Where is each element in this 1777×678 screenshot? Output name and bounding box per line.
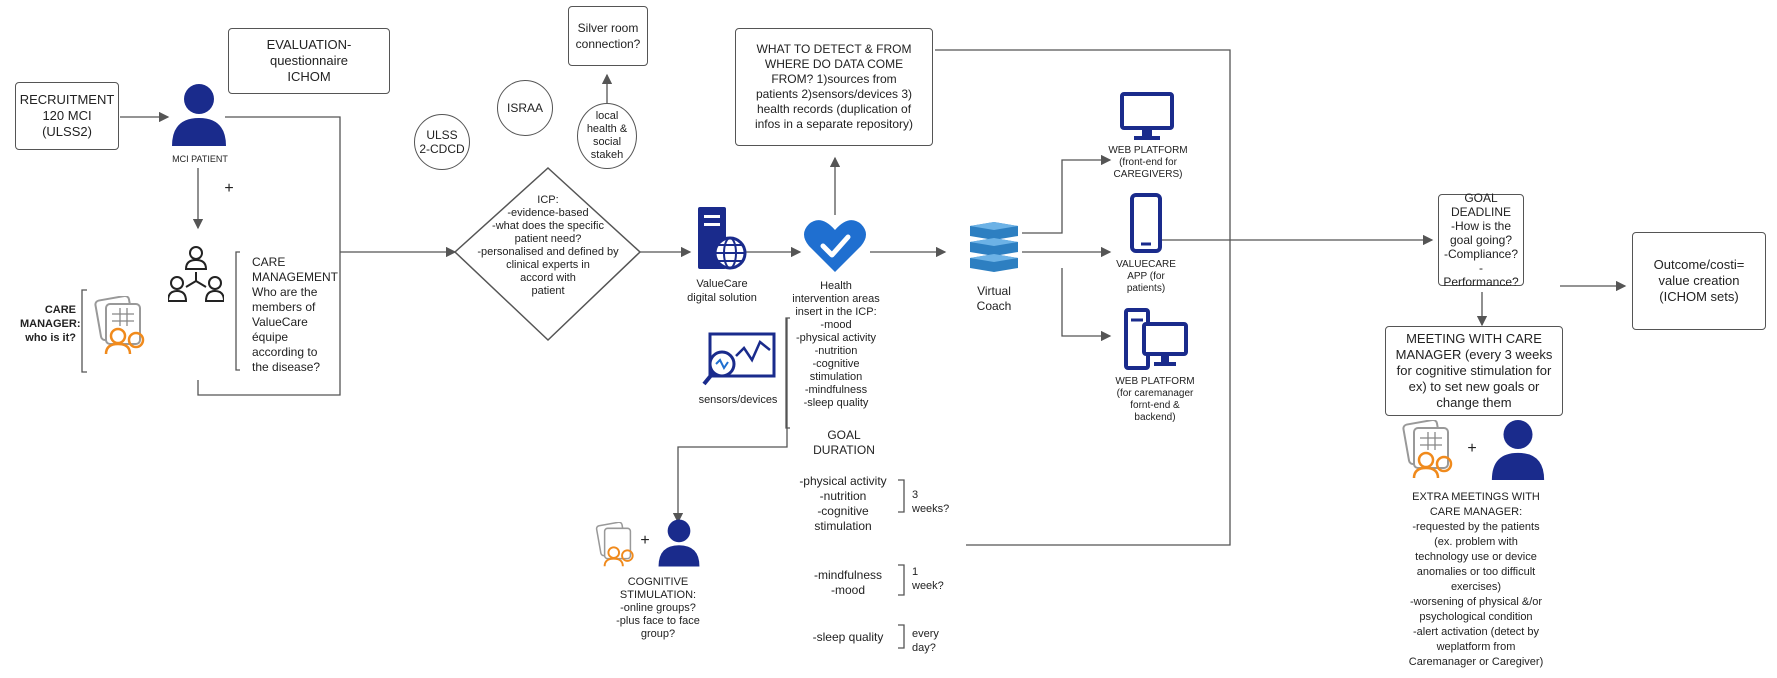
icp-text: ICP: -evidence-based -what does the spec… <box>477 194 619 297</box>
brace-3 <box>898 624 905 649</box>
silver-room-box: Silver room connection? <box>568 6 648 66</box>
monitor-analytics-icon <box>702 332 776 386</box>
brace-1 <box>898 479 905 513</box>
recruitment-box: RECRUITMENT 120 MCI (ULSS2) <box>15 82 119 150</box>
extra-meetings-text: EXTRA MEETINGS WITH CARE MANAGER: -reque… <box>1408 491 1544 668</box>
server-globe-icon <box>698 207 747 270</box>
goal-group-1-duration: 3 weeks? <box>912 489 950 515</box>
mci-patient-icon <box>172 84 226 146</box>
arrow-coach-webcaremanager <box>1061 268 1112 342</box>
plus-sign-extra: + <box>1467 440 1477 457</box>
smartphone-icon <box>1130 193 1162 253</box>
what-to-detect-box: WHAT TO DETECT & FROM WHERE DO DATA COME… <box>735 28 933 146</box>
goal-group-3: -sleep quality <box>812 630 884 644</box>
cognitive-stimulation-text: COGNITIVE STIMULATION: -online groups? -… <box>616 576 700 640</box>
arrow-coach-webcaregivers <box>1022 154 1112 234</box>
brace-health-areas <box>785 317 790 429</box>
outcome-box: Outcome/costi= value creation (ICHOM set… <box>1632 232 1766 330</box>
evaluation-box: EVALUATION-questionnaire ICHOM <box>228 28 390 94</box>
virtual-coach-icon <box>970 222 1018 272</box>
ulss-circle: ULSS 2-CDCD <box>414 114 470 170</box>
web-platform-caremanager-label: WEB PLATFORM (for caremanager fornt-end … <box>1115 376 1195 423</box>
desktop-monitor-icon <box>1120 92 1174 140</box>
server-desktop-icon <box>1124 308 1188 370</box>
care-manager-icon <box>94 296 145 355</box>
goal-group-1: -physical activity -nutrition -cognitive… <box>799 474 887 533</box>
local-health-circle: local health & social stakeh <box>577 103 637 169</box>
goal-duration-label: GOAL DURATION <box>813 428 875 457</box>
care-manager-small-icon <box>595 522 634 567</box>
brace-2 <box>898 564 905 596</box>
goal-deadline-box: GOAL DEADLINE -How is the goal going? -C… <box>1438 191 1524 289</box>
icp-diamond <box>453 166 642 342</box>
web-platform-caregivers-label: WEB PLATFORM (front-end for CAREGIVERS) <box>1108 145 1188 180</box>
care-manager-meeting-icon <box>1402 420 1453 479</box>
care-management-text: CARE MANAGEMENT Who are the members of V… <box>252 255 339 374</box>
valuecare-digital-label: ValueCare digital solution <box>687 278 757 304</box>
goal-group-3-duration: every day? <box>912 628 939 654</box>
plus-sign: + <box>224 180 234 197</box>
sensors-label: sensors/devices <box>698 394 778 406</box>
health-areas-text: Health intervention areas insert in the … <box>792 280 880 409</box>
patient-small-icon <box>658 519 700 567</box>
mci-patient-label: MCI PATIENT <box>172 154 228 164</box>
brace-care-manager <box>81 289 87 373</box>
team-icon <box>168 246 224 302</box>
plus-sign-cognitive: + <box>640 532 650 549</box>
care-manager-text: CARE MANAGER: who is it? <box>20 304 81 344</box>
valuecare-app-label: VALUECARE APP (for patients) <box>1116 259 1176 294</box>
patient-meeting-icon <box>1491 420 1545 480</box>
goal-group-2: -mindfulness -mood <box>813 568 883 597</box>
goal-group-2-duration: 1 week? <box>912 566 944 592</box>
brace-care-management <box>235 251 240 371</box>
arrow-sensors-cognitive <box>672 318 788 524</box>
health-check-icon <box>804 220 866 272</box>
virtual-coach-label: Virtual Coach <box>976 284 1012 313</box>
meeting-care-manager-box: MEETING WITH CARE MANAGER (every 3 weeks… <box>1385 326 1563 416</box>
israa-circle: ISRAA <box>497 80 553 136</box>
line-detect-top <box>935 49 1231 546</box>
line-patient-right <box>197 116 341 396</box>
